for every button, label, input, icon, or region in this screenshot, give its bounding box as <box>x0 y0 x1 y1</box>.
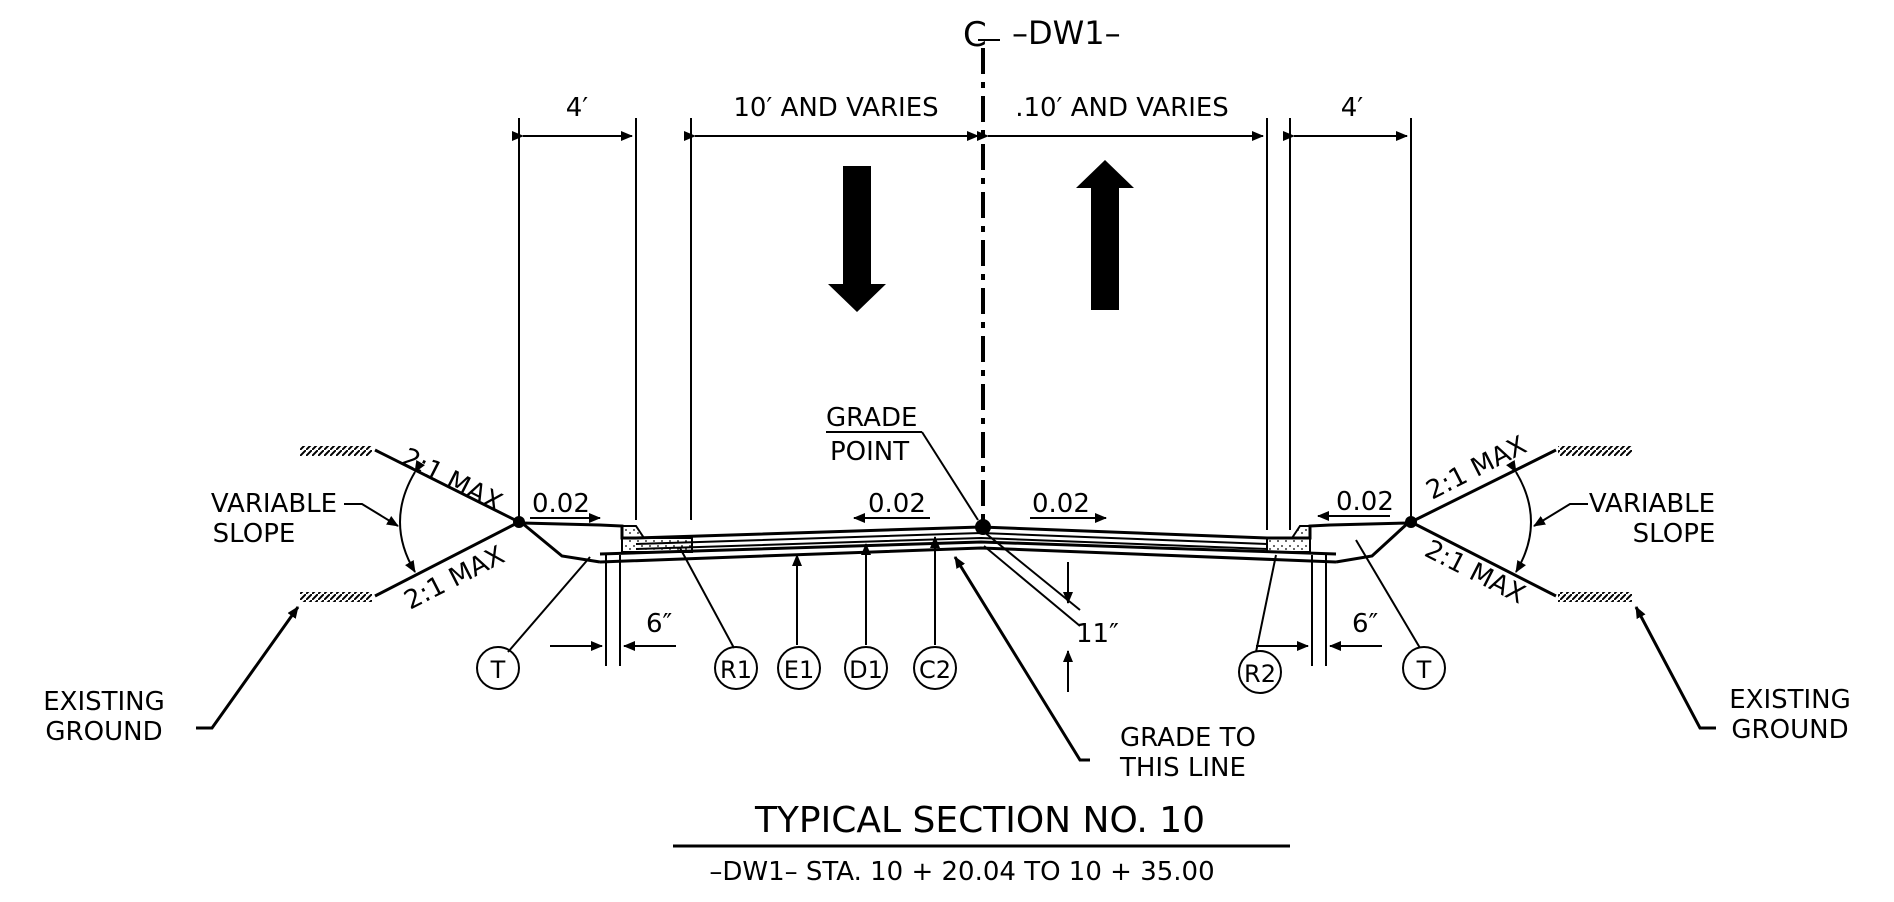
cut-slopes-right: 2:1 MAX 2:1 MAX VARIABLE SLOPE <box>1410 430 1716 611</box>
svg-text:T: T <box>1416 656 1432 684</box>
pavement-slopes: 0.02 0.02 0.02 0.02 <box>530 487 1394 523</box>
grade-point-marker <box>975 519 991 535</box>
dim-lane-left: 10′ AND VARIES <box>733 93 938 123</box>
callout-leaders <box>507 536 1421 653</box>
svg-text:R1: R1 <box>720 656 752 684</box>
centerline: C –DW1– <box>963 14 1121 530</box>
callout-t-right: T <box>1402 646 1446 690</box>
slope-cut-right-top: 2:1 MAX <box>1422 430 1532 506</box>
existing-ground-left-line1: EXISTING <box>43 687 165 717</box>
section-title: TYPICAL SECTION NO. 10 –DW1– STA. 10 + 2… <box>673 800 1290 887</box>
slope-cut-right-bottom: 2:1 MAX <box>1420 535 1530 611</box>
callout-r1: R1 <box>714 646 758 690</box>
existing-ground-left: EXISTING GROUND <box>43 606 300 747</box>
variable-slope-left-line2: SLOPE <box>213 519 296 549</box>
svg-text:E1: E1 <box>784 656 814 684</box>
curb-dimensions: 6″ 6″ <box>550 555 1382 666</box>
callout-d1: D1 <box>844 646 888 690</box>
callout-e1: E1 <box>777 646 821 690</box>
callout-r2: R2 <box>1238 650 1282 694</box>
top-dimensions: 4′ 10′ AND VARIES .10′ AND VARIES 4′ <box>512 93 1408 141</box>
svg-text:R2: R2 <box>1244 660 1276 688</box>
grade-line-line1: GRADE TO <box>1120 723 1256 753</box>
slope-lane-left: 0.02 <box>868 489 926 519</box>
dim-shoulder-right: 4′ <box>1341 93 1364 123</box>
slope-cut-left-bottom: 2:1 MAX <box>400 540 510 616</box>
callout-t-left: T <box>476 646 520 690</box>
dim-curb-left: 6″ <box>646 609 673 639</box>
centerline-symbol: C <box>963 15 987 55</box>
slope-lane-right: 0.02 <box>1032 489 1090 519</box>
slope-shoulder-right: 0.02 <box>1336 487 1394 517</box>
grade-point-line1: GRADE <box>826 403 917 433</box>
variable-slope-right-line2: SLOPE <box>1633 519 1716 549</box>
dim-shoulder-left: 4′ <box>566 93 589 123</box>
grade-line-line2: THIS LINE <box>1119 753 1246 783</box>
dim-lane-right: .10′ AND VARIES <box>1015 93 1229 123</box>
extension-lines <box>518 118 1412 530</box>
section-title-main: TYPICAL SECTION NO. 10 <box>754 800 1205 841</box>
svg-text:T: T <box>490 656 506 684</box>
dim-pavement-depth: 11″ <box>1076 619 1119 649</box>
svg-text:C2: C2 <box>919 656 951 684</box>
traffic-arrow-down-icon <box>828 166 886 312</box>
traffic-arrow-up-icon <box>1076 160 1134 310</box>
variable-slope-right-line1: VARIABLE <box>1589 489 1715 519</box>
grade-point-line2: POINT <box>830 437 909 467</box>
grade-point-label: GRADE POINT <box>826 403 979 521</box>
slope-shoulder-left: 0.02 <box>532 489 590 519</box>
existing-ground-right-line2: GROUND <box>1731 715 1848 745</box>
section-title-sub: –DW1– STA. 10 + 20.04 TO 10 + 35.00 <box>709 857 1214 887</box>
dim-curb-right: 6″ <box>1352 609 1379 639</box>
cut-slopes-left: 2:1 MAX 2:1 MAX VARIABLE SLOPE <box>211 443 520 616</box>
existing-ground-right-line1: EXISTING <box>1729 685 1851 715</box>
existing-ground-right: EXISTING GROUND <box>1634 606 1851 745</box>
svg-text:D1: D1 <box>849 656 883 684</box>
grade-line-label: GRADE TO THIS LINE <box>953 556 1256 783</box>
slope-cut-left-top: 2:1 MAX <box>397 443 507 519</box>
centerline-alignment: –DW1– <box>1012 14 1121 52</box>
depth-dimension: 11″ <box>983 531 1119 692</box>
existing-ground-left-line2: GROUND <box>45 717 162 747</box>
variable-slope-left-line1: VARIABLE <box>211 489 337 519</box>
callout-c2: C2 <box>913 646 957 690</box>
